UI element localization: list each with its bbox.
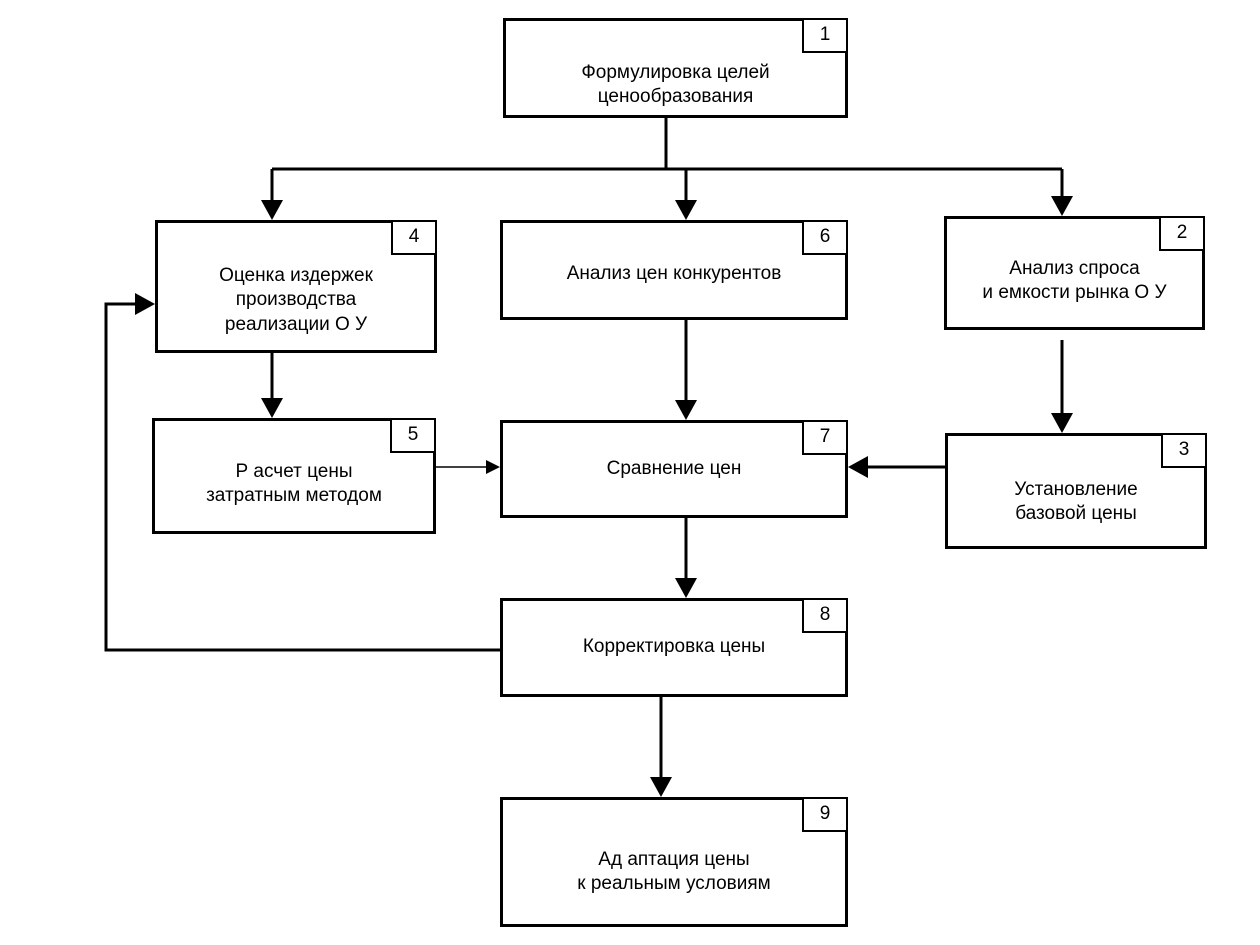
block-label: Оценка издержек производства реализации … <box>219 265 373 335</box>
block-number: 9 <box>802 797 848 832</box>
block-label: Установление базовой цены <box>1014 478 1138 524</box>
connector-8-to-4-feedback <box>104 302 500 652</box>
block-1-pricing-goals: 1 Формулировка целей ценообразования <box>503 18 848 118</box>
block-label: Сравнение цен <box>606 457 742 479</box>
block-4-cost-estimate: 4 Оценка издержек производства реализаци… <box>155 220 437 353</box>
arrowhead-6-to-7 <box>675 400 697 420</box>
arrowhead-to-8 <box>675 578 697 598</box>
arrowhead-feedback-to-4 <box>135 293 155 315</box>
block-6-competitor-prices: 6 Анализ цен конкурентов <box>500 220 848 320</box>
block-number: 7 <box>802 420 848 455</box>
block-number: 1 <box>802 18 848 53</box>
block-label: Анализ цен конкурентов <box>566 262 782 284</box>
arrowhead-5-to-7 <box>486 460 500 474</box>
block-label: Формулировка целей ценообразования <box>581 61 770 107</box>
arrowhead-to-9 <box>650 777 672 797</box>
block-2-demand-analysis: 2 Анализ спроса и емкости рынка О У <box>944 216 1205 330</box>
block-number: 8 <box>802 598 848 633</box>
block-8-price-correction: 8 Корректировка цены <box>500 598 848 697</box>
arrowhead-to-2 <box>1051 196 1073 216</box>
block-3-base-price: 3 Установление базовой цены <box>945 433 1207 549</box>
block-label: Р асчет цены затратным методом <box>206 460 382 506</box>
block-number: 5 <box>390 418 436 453</box>
block-number: 2 <box>1159 216 1205 251</box>
block-9-price-adaptation: 9 Ад аптация цены к реальным условиям <box>500 797 848 927</box>
block-number: 4 <box>391 220 437 255</box>
block-label: Корректировка цены <box>582 636 766 658</box>
arrowhead-to-3 <box>1051 413 1073 433</box>
block-5-cost-based-pricing: 5 Р асчет цены затратным методом <box>152 418 436 534</box>
arrowhead-to-5 <box>261 398 283 418</box>
arrowhead-to-6 <box>675 200 697 220</box>
block-7-price-comparison: 7 Сравнение цен <box>500 420 848 518</box>
arrowhead-to-4 <box>261 200 283 220</box>
arrowhead-3-to-7 <box>848 456 868 478</box>
block-label: Ад аптация цены к реальным условиям <box>577 848 771 894</box>
block-number: 3 <box>1161 433 1207 468</box>
block-number: 6 <box>802 220 848 255</box>
block-label: Анализ спроса и емкости рынка О У <box>982 257 1167 303</box>
